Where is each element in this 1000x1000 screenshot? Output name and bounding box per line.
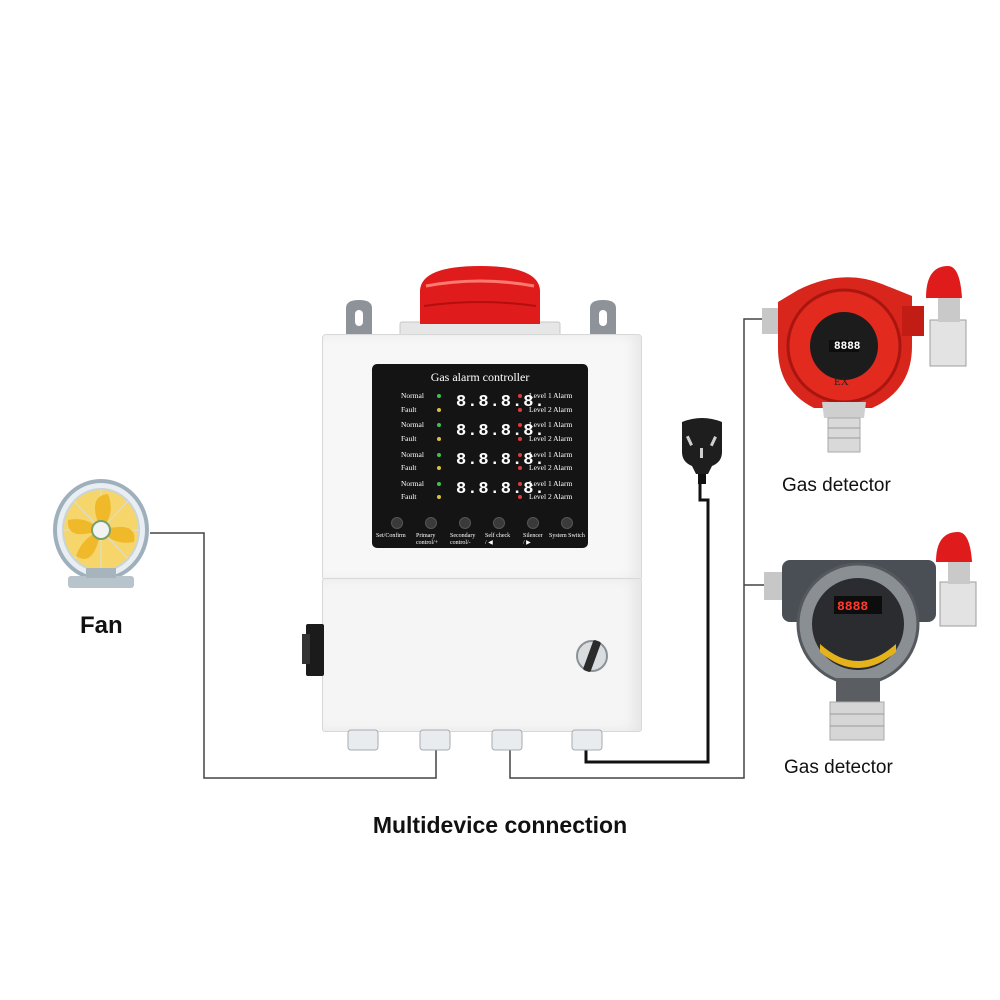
level2-led bbox=[518, 466, 522, 470]
fault-label: Fault bbox=[401, 463, 417, 472]
fan-icon bbox=[53, 479, 149, 588]
silencer-button[interactable] bbox=[527, 517, 539, 529]
fault-led bbox=[437, 466, 441, 470]
controller-title: Gas alarm controller bbox=[430, 370, 530, 384]
fault-label: Fault bbox=[401, 405, 417, 414]
power-cable bbox=[584, 478, 710, 764]
level1-label: Level 1 Alarm bbox=[529, 479, 573, 488]
button-label: Silencer/ ▶ bbox=[523, 533, 543, 546]
gas-detector-label: Gas detector bbox=[784, 757, 893, 778]
button-label: Set/Confirm bbox=[376, 533, 406, 539]
normal-label: Normal bbox=[401, 391, 424, 400]
fault-led bbox=[437, 495, 441, 499]
cable-glands bbox=[347, 729, 603, 751]
fan-label: Fan bbox=[80, 612, 123, 639]
normal-led bbox=[437, 453, 441, 457]
mount-tab-right bbox=[590, 300, 616, 336]
gas-detector-red bbox=[762, 266, 967, 453]
normal-led bbox=[437, 482, 441, 486]
controller-display-panel bbox=[372, 364, 588, 548]
level1-label: Level 1 Alarm bbox=[529, 420, 573, 429]
ex-badge: EX bbox=[834, 376, 849, 388]
fault-led bbox=[437, 408, 441, 412]
level1-led bbox=[518, 423, 522, 427]
gas-detector-grey bbox=[764, 532, 977, 741]
normal-label: Normal bbox=[401, 450, 424, 459]
channel-display: 8.8.8.8. bbox=[456, 393, 546, 412]
level2-label: Level 2 Alarm bbox=[529, 434, 573, 443]
set-confirm-button[interactable] bbox=[391, 517, 403, 529]
channel-display: 8.8.8.8. bbox=[456, 422, 546, 441]
alarm-light bbox=[399, 266, 561, 337]
gas-detector-label: Gas detector bbox=[782, 475, 891, 496]
mount-tab-left bbox=[346, 300, 372, 336]
normal-led bbox=[437, 394, 441, 398]
primary-control-button[interactable] bbox=[425, 517, 437, 529]
channel-display: 8.8.8.8. bbox=[456, 480, 546, 499]
system-switch-button[interactable] bbox=[561, 517, 573, 529]
button-label: Self check/ ◀ bbox=[485, 533, 511, 546]
level1-led bbox=[518, 453, 522, 457]
power-plug-icon bbox=[682, 418, 722, 484]
fan-wire bbox=[150, 532, 437, 779]
fault-led bbox=[437, 437, 441, 441]
channel-display: 8.8.8.8. bbox=[456, 451, 546, 470]
key-lock-icon[interactable] bbox=[574, 636, 610, 678]
fault-label: Fault bbox=[401, 434, 417, 443]
diagram-caption: Multidevice connection bbox=[372, 812, 628, 838]
fault-label: Fault bbox=[401, 492, 417, 501]
level2-label: Level 2 Alarm bbox=[529, 405, 573, 414]
level1-led bbox=[518, 482, 522, 486]
detector-display: 8888 bbox=[837, 599, 869, 614]
level2-label: Level 2 Alarm bbox=[529, 463, 573, 472]
normal-led bbox=[437, 423, 441, 427]
detector-display: 8888 bbox=[834, 341, 861, 353]
level2-led bbox=[518, 437, 522, 441]
normal-label: Normal bbox=[401, 420, 424, 429]
level1-label: Level 1 Alarm bbox=[529, 450, 573, 459]
secondary-control-button[interactable] bbox=[459, 517, 471, 529]
level2-label: Level 2 Alarm bbox=[529, 492, 573, 501]
side-latch bbox=[302, 624, 324, 676]
level1-led bbox=[518, 394, 522, 398]
normal-label: Normal bbox=[401, 479, 424, 488]
level2-led bbox=[518, 495, 522, 499]
level1-label: Level 1 Alarm bbox=[529, 391, 573, 400]
self-check-button[interactable] bbox=[493, 517, 505, 529]
detector-wire bbox=[509, 318, 770, 779]
button-label: System Switch bbox=[549, 533, 585, 539]
level2-led bbox=[518, 408, 522, 412]
